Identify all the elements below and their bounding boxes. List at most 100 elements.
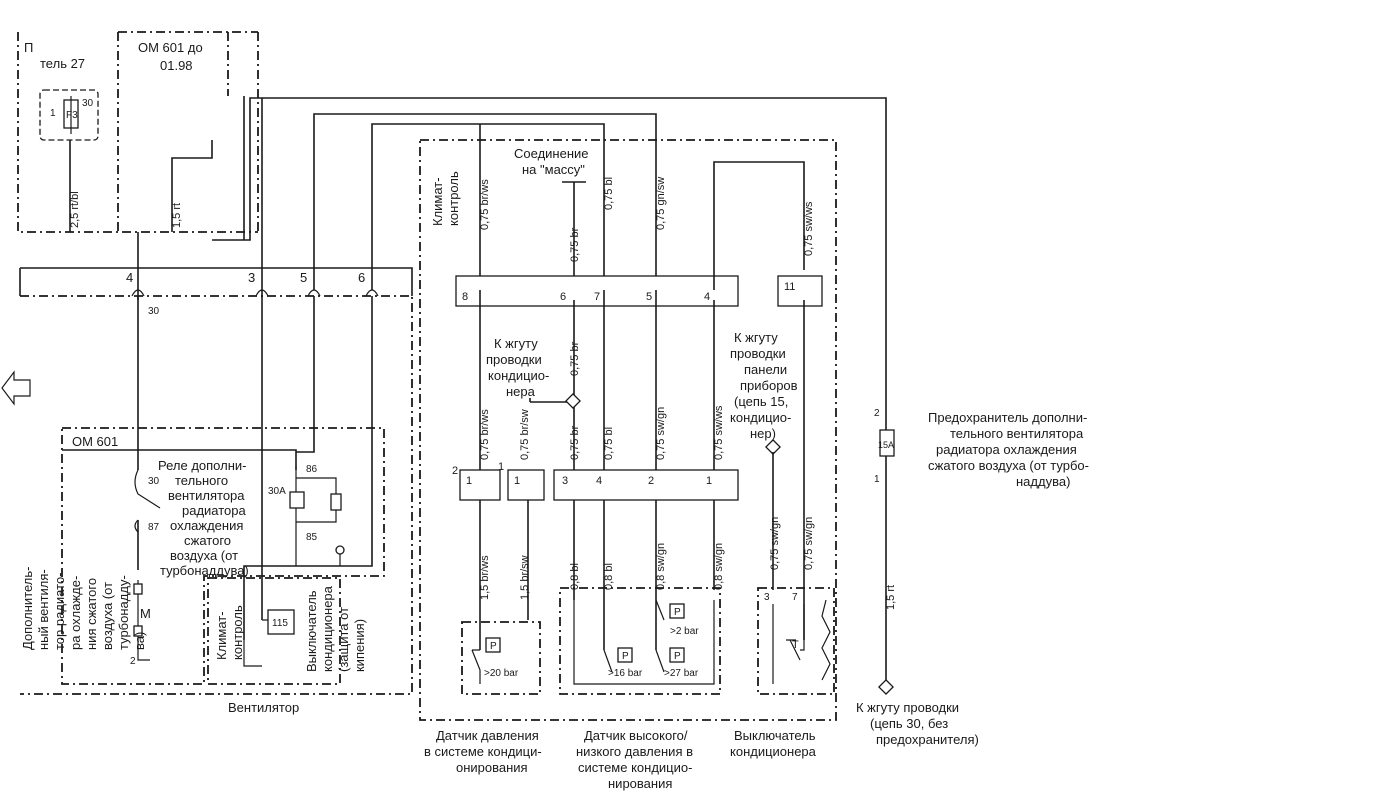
fan-motor: M 2	[130, 580, 151, 667]
klimat-top-label: Климат-контроль	[430, 171, 461, 226]
aux-fuse-value: 15A	[878, 440, 894, 450]
svg-text:8: 8	[462, 291, 468, 303]
upper-connector-11	[777, 275, 823, 307]
svg-text:4: 4	[704, 291, 710, 303]
relay-pin-87: 87	[148, 522, 160, 533]
klimat-bottom-wire	[243, 619, 268, 667]
wire-15rt	[171, 140, 213, 232]
ventilator-label: Вентилятор	[228, 700, 299, 715]
fuse27-symbol: 1 30 F3	[39, 89, 99, 141]
relay: 30 87 86 85 30A	[134, 464, 345, 566]
wire-label-swgn1: 0,75 sw/gn	[655, 407, 667, 460]
svg-text:1: 1	[466, 475, 472, 487]
fan-motor-pin-2: 2	[130, 656, 136, 667]
sensor-hilo-switches	[573, 599, 715, 685]
sensor20-block	[461, 621, 541, 695]
svg-text:5: 5	[646, 291, 652, 303]
relay-coil-wire	[295, 466, 337, 542]
wire-label-swws: 0,75 sw/ws	[713, 405, 725, 460]
ac-switch-block	[757, 587, 835, 695]
relay-coil	[289, 491, 305, 509]
ac-switch-contact	[772, 604, 805, 684]
upper-connector-pins: 8 6 7 5 4 11	[462, 281, 795, 303]
sensor27-p-box	[669, 647, 685, 663]
engine-note-year: 01.98	[160, 58, 193, 73]
sensor-hilo-block	[559, 587, 721, 695]
klimat-bottom-block	[207, 577, 341, 685]
svg-text:P: P	[674, 607, 681, 618]
sensor20-value: >20 bar	[484, 668, 519, 679]
fan-motor-circle	[137, 580, 150, 661]
wire-label-075swgn-a: 0,75 sw/gn	[769, 517, 781, 570]
svg-text:P: P	[674, 651, 681, 662]
wire-label-br-top: 0,75 br	[569, 227, 581, 262]
harness-30-marker	[878, 679, 894, 695]
left-arrow-icon	[1, 370, 31, 406]
ac-switch-vert-label: Выключателькондиционера(защита откипения…	[304, 585, 367, 672]
wire-top-1	[212, 96, 887, 430]
wire-15rt-label: 1,5 rt	[171, 203, 183, 228]
fuse27-label: Птель 27	[24, 40, 85, 71]
lower-connector-pins: 2 1 1 3 4 2 1 1	[452, 461, 712, 487]
sensor20-switch	[471, 649, 481, 684]
wire-label-bl-top: 0,75 bl	[603, 177, 615, 210]
wire-label-bl: 0,75 bl	[603, 427, 615, 460]
wire-label-15rt-right: 1,5 rt	[885, 585, 897, 610]
wire-pin5-down	[296, 296, 315, 453]
pin-6: 6	[358, 270, 365, 285]
ac-switch-pin-7: 7	[792, 592, 798, 603]
svg-text:P: P	[622, 651, 629, 662]
wire-25rt-label: 2,5 rt/bl	[69, 191, 81, 228]
klimat-bottom-label: Климат-контроль	[214, 605, 245, 660]
bus-line-top	[20, 267, 413, 296]
ac-switch-spring	[821, 599, 831, 681]
wire-label-15brsw: 1,5 br/sw	[519, 555, 531, 600]
wire-label-gnsw-top: 0,75 gn/sw	[655, 177, 667, 230]
svg-text:7: 7	[594, 291, 600, 303]
fuse-box-boundary	[17, 31, 259, 233]
relay-contact-87	[134, 519, 139, 533]
wire-pin6-down	[243, 296, 373, 640]
svg-text:6: 6	[560, 291, 566, 303]
upper-connector	[455, 275, 739, 307]
sensor2-value: >2 bar	[670, 626, 699, 637]
relay-contact-30	[134, 469, 161, 509]
wire-top-3	[313, 113, 657, 290]
om601-block	[61, 427, 385, 685]
wire-label-brws-top: 0,75 br/ws	[479, 179, 491, 230]
wire-label-br: 0,75 br	[569, 425, 581, 460]
svg-text:2: 2	[648, 475, 654, 487]
sensor16-value: >16 bar	[608, 668, 643, 679]
wire-label-08swgn-a: 0,8 sw/gn	[655, 543, 667, 590]
lower-connector-main	[553, 469, 739, 501]
code-115: 115	[272, 618, 288, 629]
harness-panel-marker	[765, 439, 781, 455]
relay-pin-86: 86	[306, 464, 318, 475]
code-115-box	[267, 609, 295, 635]
sensor16-p-box	[617, 647, 633, 663]
relay-ground	[295, 542, 341, 566]
sensor2-p-box	[669, 603, 685, 619]
wire-label-08swgn-b: 0,8 sw/gn	[713, 543, 725, 590]
om601-feed	[62, 449, 297, 470]
pin-arcs	[131, 289, 379, 297]
aux-fuse-pin-2: 2	[874, 408, 880, 419]
relay-pin-30: 30	[148, 476, 160, 487]
lower-wires	[479, 500, 715, 650]
wire-label-08bl-b: 0,8 bl	[603, 563, 615, 590]
ac-wire-4	[713, 161, 805, 470]
svg-text:4: 4	[596, 475, 602, 487]
lower-connector-brsw	[507, 469, 545, 501]
ac-module-boundary	[419, 139, 837, 721]
sensor20-p-box	[485, 637, 501, 653]
pin-3: 3	[248, 270, 255, 285]
fuse27-code: F3	[66, 110, 78, 121]
wire-label-br-mid: 0,75 br	[569, 341, 581, 376]
